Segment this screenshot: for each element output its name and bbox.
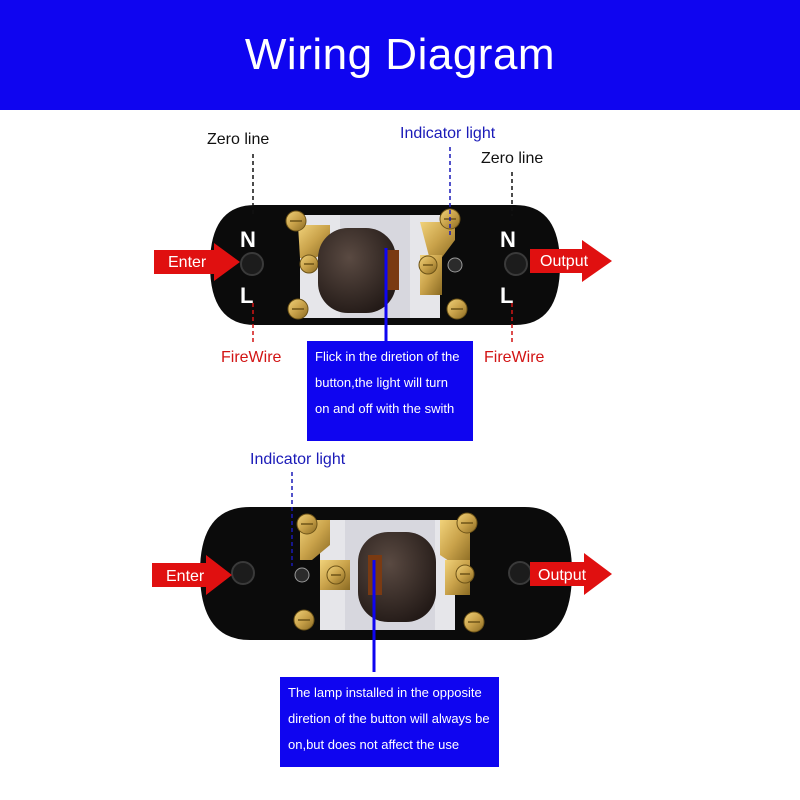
screw-icon xyxy=(463,611,485,633)
indicator-light-top-label: Indicator light xyxy=(400,125,496,142)
screw-icon xyxy=(287,298,309,320)
indicator-led-icon xyxy=(447,257,463,273)
bottom-note-box: The lamp installed in the opposite diret… xyxy=(280,677,499,767)
indicator-led-icon xyxy=(294,567,310,583)
l-mark-left: L xyxy=(240,283,253,308)
screw-icon xyxy=(285,210,307,232)
switch-knob xyxy=(358,532,436,622)
enter-arrow-bottom: Enter xyxy=(152,555,232,595)
svg-text:Output: Output xyxy=(540,253,589,270)
screw-icon xyxy=(446,298,468,320)
firewire-right-label: FireWire xyxy=(484,349,545,366)
screw-icon xyxy=(456,512,478,534)
n-mark-right: N xyxy=(500,227,516,252)
screw-icon xyxy=(326,565,346,585)
title-banner: Wiring Diagram xyxy=(0,0,800,110)
screw-icon xyxy=(455,564,475,584)
top-note-box: Flick in the diretion of the button,the … xyxy=(307,341,473,441)
l-mark-right: L xyxy=(500,283,513,308)
firewire-left-label: FireWire xyxy=(221,349,282,366)
output-arrow-top: Output xyxy=(530,240,612,282)
output-arrow-bottom: Output xyxy=(530,553,612,595)
screw-icon xyxy=(293,609,315,631)
enter-arrow-top: Enter xyxy=(154,243,240,281)
svg-text:Enter: Enter xyxy=(166,568,205,585)
zero-line-right-label: Zero line xyxy=(481,150,544,167)
indicator-light-bottom-label: Indicator light xyxy=(250,451,346,468)
screw-icon xyxy=(299,254,319,274)
screw-icon xyxy=(296,513,318,535)
svg-text:Enter: Enter xyxy=(168,254,207,271)
n-mark-left: N xyxy=(240,227,256,252)
svg-text:Output: Output xyxy=(538,567,587,584)
page-title: Wiring Diagram xyxy=(244,30,556,79)
switch-knob xyxy=(318,228,396,313)
bottom-switch xyxy=(200,507,572,640)
screw-icon xyxy=(418,255,438,275)
zero-line-left-label: Zero line xyxy=(207,131,270,148)
